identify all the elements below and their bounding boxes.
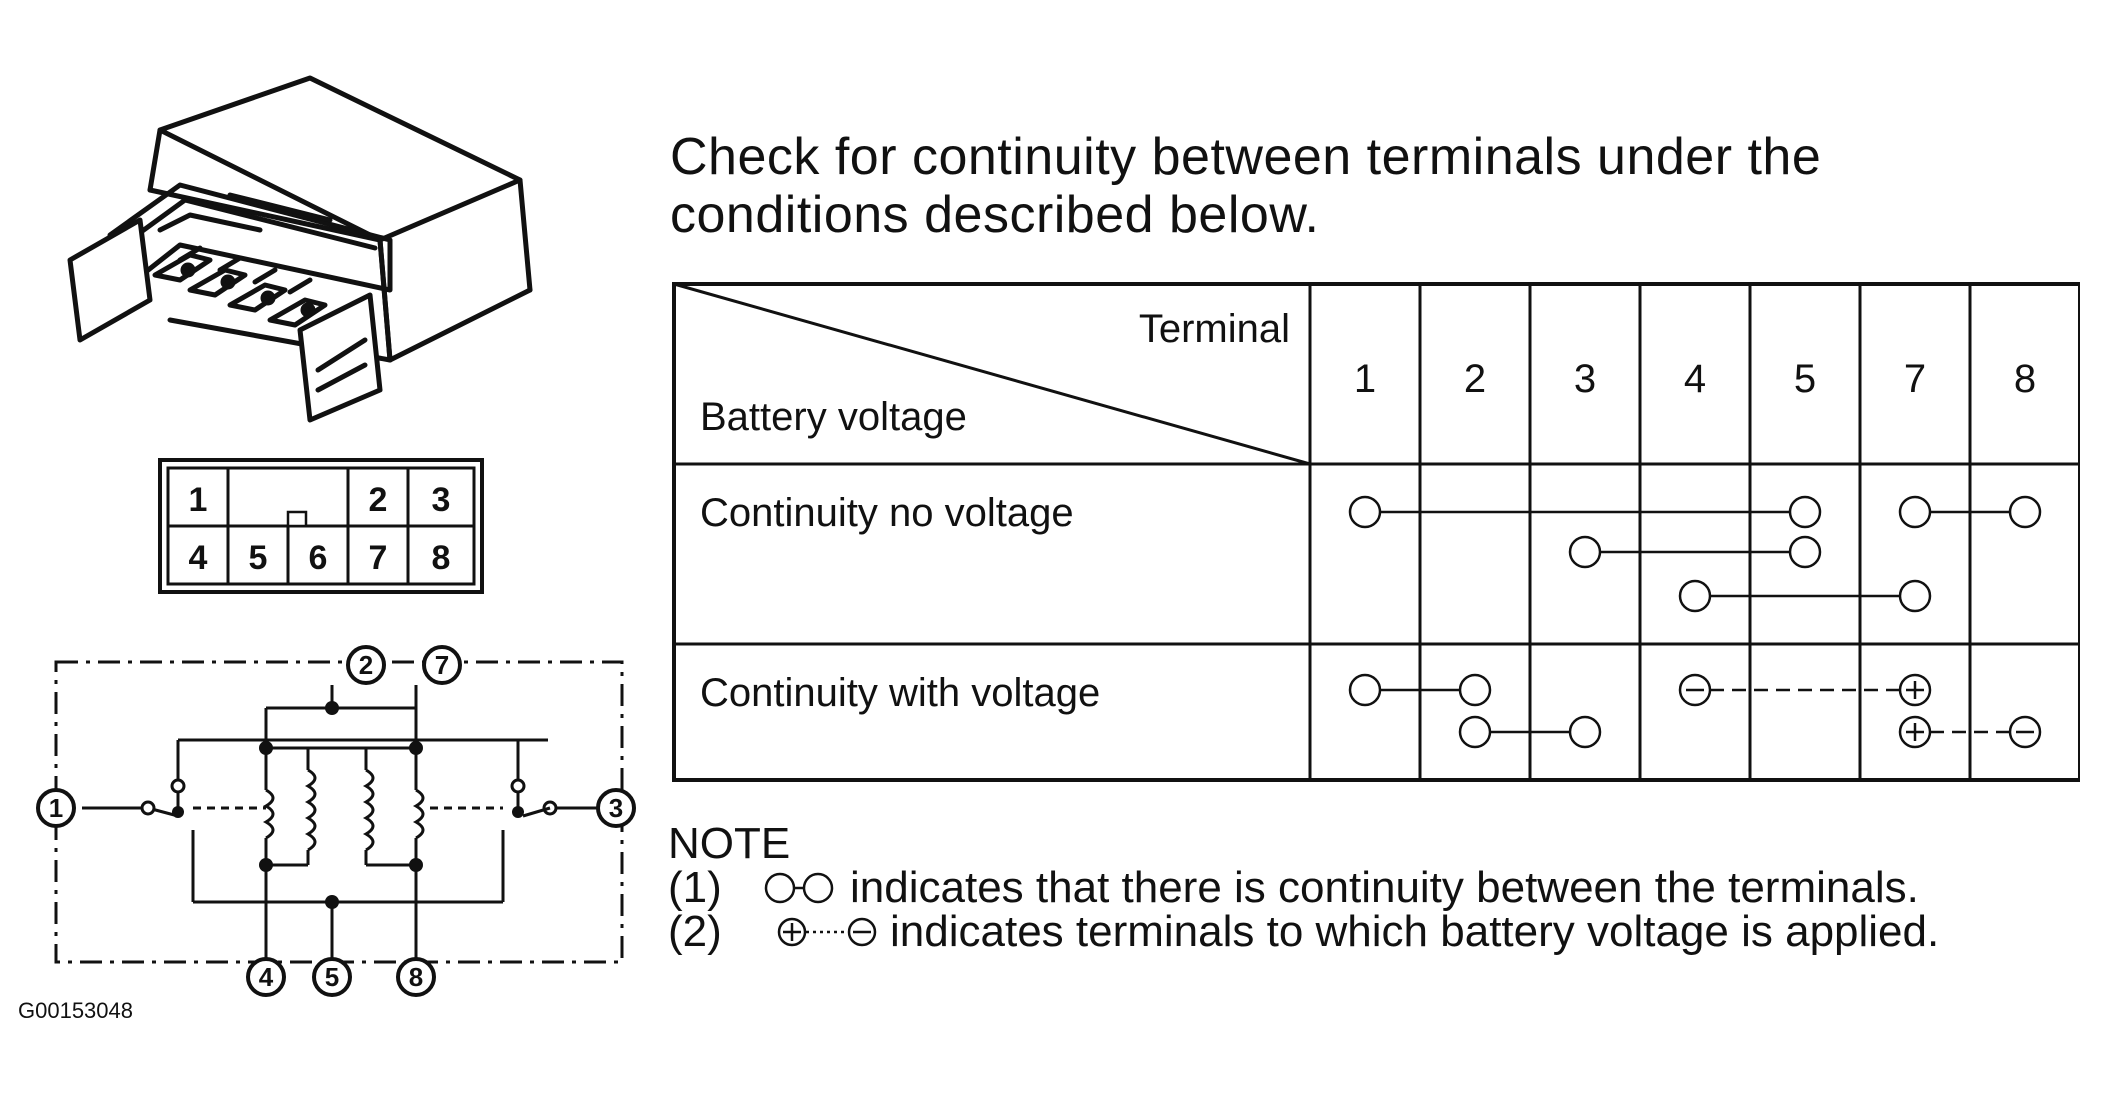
- schematic-terminal-label: 7: [435, 650, 449, 680]
- relay-illustration: [67, 75, 533, 423]
- pin-label: 1: [189, 481, 208, 519]
- instruction-text: Check for continuity between terminals u…: [670, 128, 1822, 244]
- continuity-circle-icon: [1458, 715, 1492, 749]
- note-text: indicates that there is continuity betwe…: [850, 863, 1919, 912]
- continuity-circle-icon: [1348, 495, 1382, 529]
- pin-label: 8: [432, 539, 451, 577]
- battery-symbol-icon: [777, 917, 877, 947]
- pin-label: 5: [249, 539, 268, 577]
- continuity-table: Terminal Battery voltage 1 2 3 4 5 7 8 Continu…: [672, 282, 2080, 782]
- table-border: [672, 282, 2080, 782]
- pin-label: 6: [309, 539, 328, 577]
- continuity-circle-icon: [1788, 495, 1822, 529]
- terminal-header-1: 1: [1354, 357, 1376, 401]
- continuity-circle-icon: [1458, 673, 1492, 707]
- terminal-header-8: 8: [2014, 357, 2036, 401]
- terminal-header-2: 2: [1464, 357, 1486, 401]
- schematic-terminal-label: 1: [49, 793, 63, 823]
- note-number: (1): [668, 863, 722, 912]
- pin-label: 7: [369, 539, 388, 577]
- note-block: NOTE (1) indicates that there is continu…: [668, 822, 1939, 954]
- figure-code: G00153048: [18, 998, 133, 1023]
- continuity-circle-icon: [1568, 535, 1602, 569]
- continuity-circle-icon: [1788, 535, 1822, 569]
- schematic-terminal-label: 3: [609, 793, 623, 823]
- continuity-circle-icon: [1348, 673, 1382, 707]
- row-label: Continuity with voltage: [700, 671, 1100, 715]
- pin-label: 2: [369, 481, 388, 519]
- schematic-terminal-label: 5: [325, 962, 339, 992]
- header-battery-voltage-label: Battery voltage: [700, 395, 967, 439]
- pin-label: 3: [432, 481, 451, 519]
- note-title: NOTE: [668, 819, 791, 868]
- continuity-symbol-icon: [764, 872, 834, 904]
- schematic-terminal-label: 2: [359, 650, 373, 680]
- note-text: indicates terminals to which battery vol…: [890, 907, 1940, 956]
- schematic-terminal-label: 8: [409, 962, 423, 992]
- header-diagonal: [673, 282, 1311, 466]
- continuity-circle-icon: [1898, 495, 1932, 529]
- continuity-circle-icon: [1678, 579, 1712, 613]
- circuit-schematic: 1 2 7 3 4 5 8: [36, 645, 636, 997]
- pin-label: 4: [189, 539, 208, 577]
- terminal-header-5: 5: [1794, 357, 1816, 401]
- row-label: Continuity no voltage: [700, 491, 1074, 535]
- terminal-header-3: 3: [1574, 357, 1596, 401]
- header-terminal-label: Terminal: [1139, 307, 1290, 351]
- terminal-header-4: 4: [1684, 357, 1706, 401]
- continuity-circle-icon: [2008, 495, 2042, 529]
- note-item-1: (1) indicates that there is continuity b…: [668, 866, 1939, 910]
- continuity-circle-icon: [1568, 715, 1602, 749]
- note-item-2: (2) indicates terminals to which battery…: [668, 910, 1939, 954]
- continuity-circle-icon: [1898, 579, 1932, 613]
- schematic-terminal-label: 4: [259, 962, 274, 992]
- note-number: (2): [668, 907, 722, 956]
- terminal-header-7: 7: [1904, 357, 1926, 401]
- pin-layout-diagram: 1 2 3 4 5 6 7 8: [158, 458, 484, 594]
